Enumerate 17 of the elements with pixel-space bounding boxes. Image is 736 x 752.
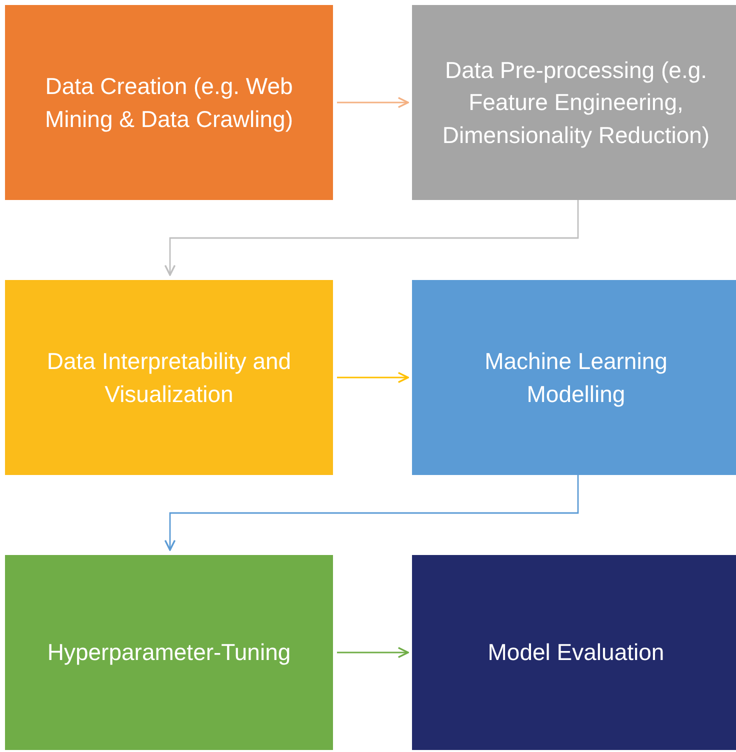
- process-box: [412, 280, 736, 475]
- process-box: [5, 280, 333, 475]
- arrow: [337, 372, 409, 384]
- process-box: [412, 5, 736, 200]
- box-label: Model Evaluation: [488, 638, 664, 668]
- process-box: [5, 5, 333, 200]
- box-label: Data Interpretability and Visualization: [46, 347, 292, 408]
- box-label: Data Pre-processing (e.g. Feature Engineering, Dimensionality Reduction): [441, 56, 711, 150]
- box-label: Data Creation (e.g. Web Mining & Data Crawling): [44, 72, 294, 134]
- process-box: [5, 555, 333, 750]
- arrow: [337, 96, 409, 108]
- process-box: [412, 555, 736, 750]
- box-label: Hyperparameter-Tuning: [47, 638, 291, 668]
- arrow: [164, 475, 579, 551]
- arrow: [164, 200, 579, 276]
- box-label: Machine Learning Modelling: [484, 347, 668, 409]
- arrow: [337, 646, 409, 658]
